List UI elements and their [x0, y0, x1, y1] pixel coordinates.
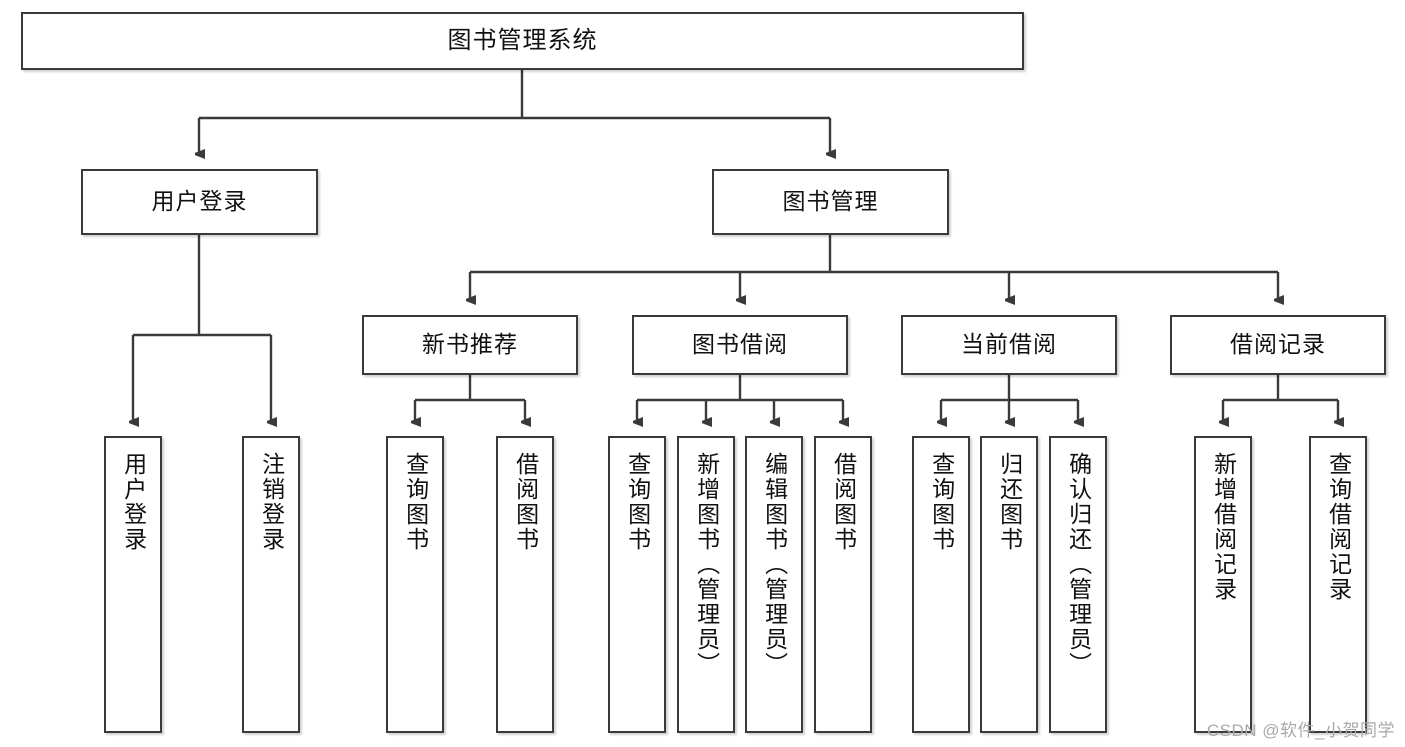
leaf-label: 查询图书: [928, 452, 955, 552]
leaf-label: 查询借阅记录: [1325, 452, 1352, 602]
leaf-label: 借阅图书: [830, 452, 857, 552]
node-book-borrow[interactable]: 图书借阅: [632, 315, 848, 375]
leaf-label: 归还图书: [996, 452, 1023, 552]
node-book-management[interactable]: 图书管理: [712, 169, 949, 235]
node-current-borrow[interactable]: 当前借阅: [901, 315, 1117, 375]
node-root[interactable]: 图书管理系统: [21, 12, 1024, 70]
leaf-label: 查询图书: [402, 452, 429, 552]
watermark: CSDN @软件_小贺同学: [1206, 721, 1395, 740]
leaf-user-login-logout[interactable]: 注销登录: [242, 436, 300, 733]
leaf-label: 借阅图书: [512, 452, 539, 552]
leaf-label: 用户登录: [120, 452, 147, 552]
leaf-label: 查询图书: [624, 452, 651, 552]
node-current-borrow-label: 当前借阅: [961, 331, 1057, 358]
node-borrow-record-label: 借阅记录: [1230, 331, 1326, 358]
leaf-label: 确认归还（管理员）: [1065, 452, 1092, 677]
node-book-borrow-label: 图书借阅: [692, 331, 788, 358]
leaf-borrow-record-add[interactable]: 新增借阅记录: [1194, 436, 1252, 733]
leaf-book-borrow-edit[interactable]: 编辑图书（管理员）: [745, 436, 803, 733]
leaf-book-borrow-borrow[interactable]: 借阅图书: [814, 436, 872, 733]
leaf-book-borrow-query[interactable]: 查询图书: [608, 436, 666, 733]
leaf-label: 新增图书（管理员）: [693, 452, 720, 677]
leaf-user-login-login[interactable]: 用户登录: [104, 436, 162, 733]
leaf-book-borrow-add[interactable]: 新增图书（管理员）: [677, 436, 735, 733]
leaf-label: 注销登录: [258, 452, 285, 552]
leaf-new-book-borrow[interactable]: 借阅图书: [496, 436, 554, 733]
leaf-current-borrow-query[interactable]: 查询图书: [912, 436, 970, 733]
leaf-label: 新增借阅记录: [1210, 452, 1237, 602]
node-root-label: 图书管理系统: [447, 26, 598, 54]
node-book-management-label: 图书管理: [782, 188, 879, 215]
node-user-login[interactable]: 用户登录: [81, 169, 318, 235]
node-new-book-recommend[interactable]: 新书推荐: [362, 315, 578, 375]
node-borrow-record[interactable]: 借阅记录: [1170, 315, 1386, 375]
leaf-borrow-record-query[interactable]: 查询借阅记录: [1309, 436, 1367, 733]
leaf-current-borrow-return[interactable]: 归还图书: [980, 436, 1038, 733]
node-user-login-label: 用户登录: [151, 188, 248, 215]
leaf-label: 编辑图书（管理员）: [761, 452, 788, 677]
leaf-new-book-query[interactable]: 查询图书: [386, 436, 444, 733]
node-new-book-recommend-label: 新书推荐: [422, 331, 518, 358]
leaf-current-borrow-confirm[interactable]: 确认归还（管理员）: [1049, 436, 1107, 733]
